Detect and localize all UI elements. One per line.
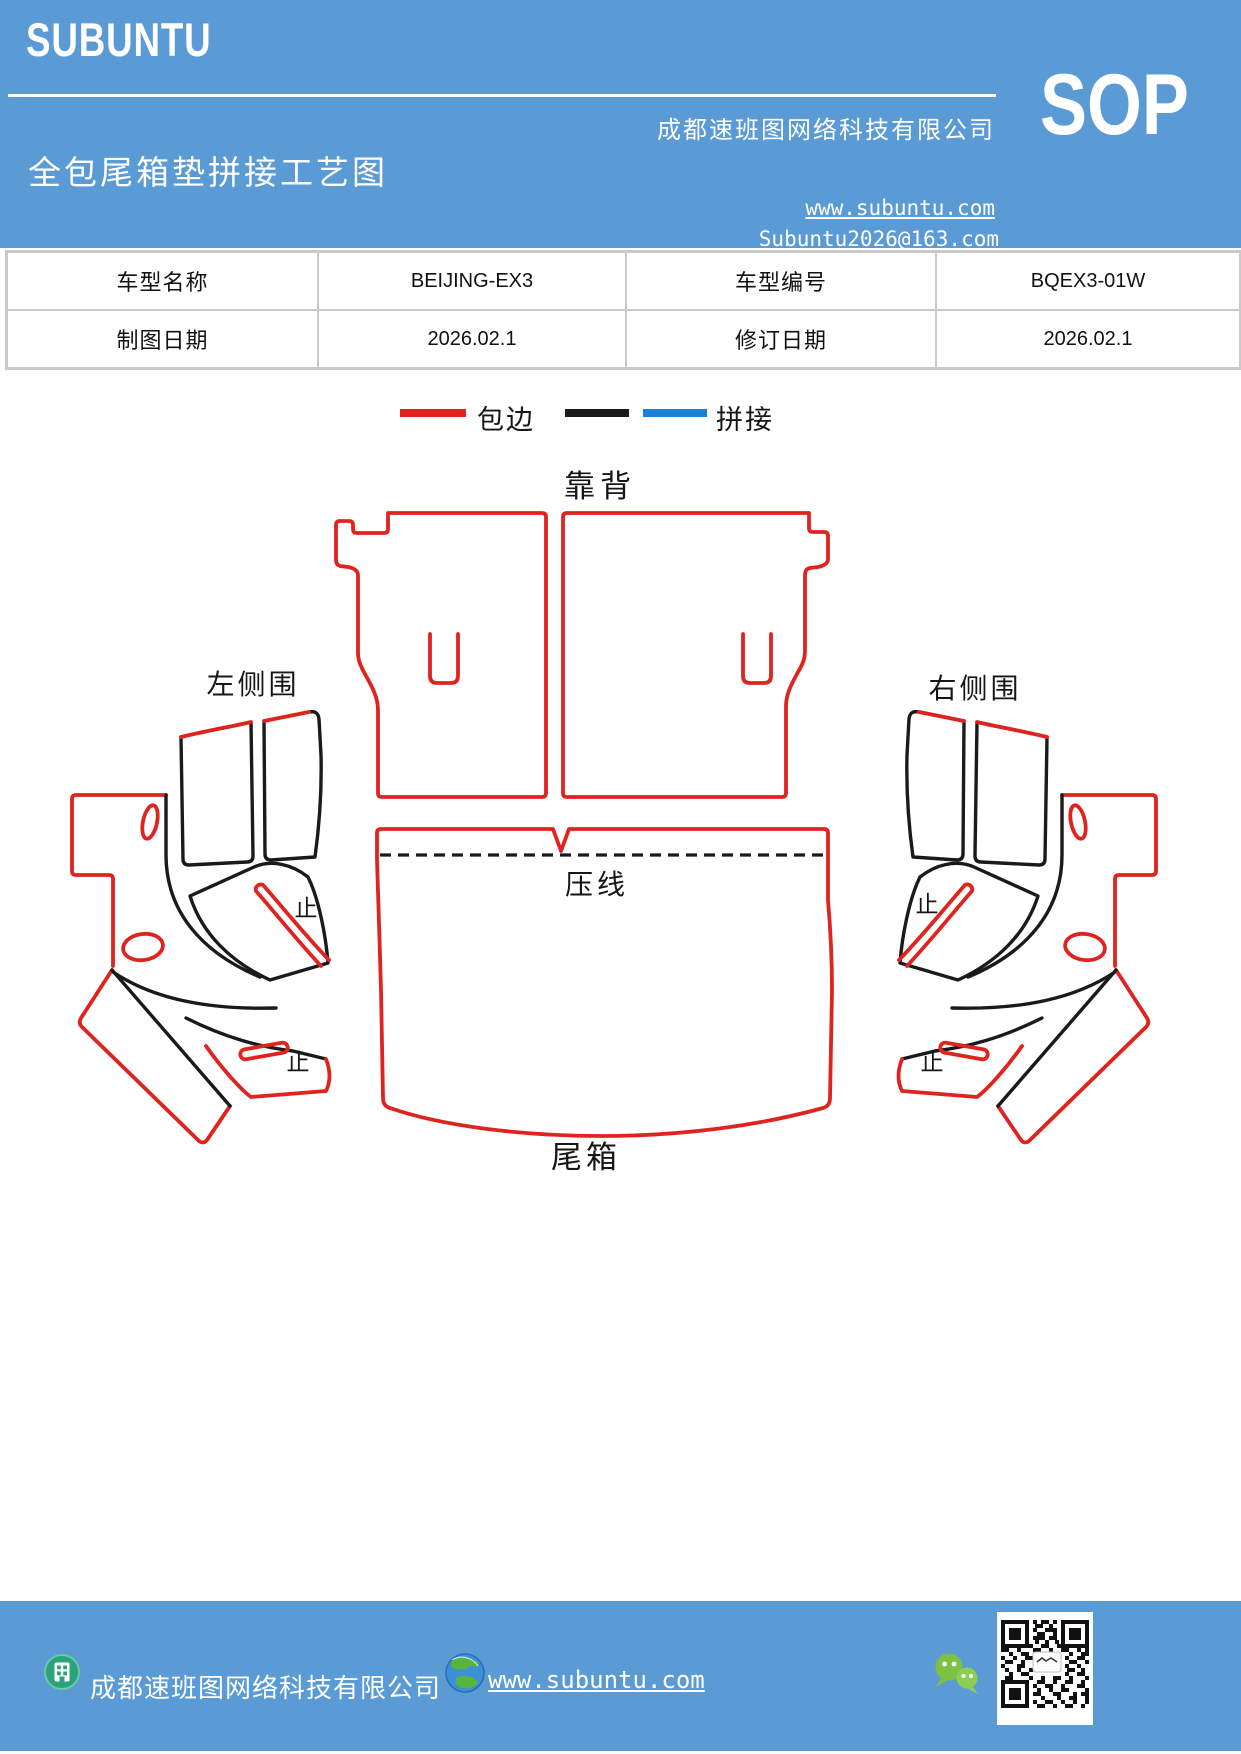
header-website-link[interactable]: www.subuntu.com: [805, 196, 995, 220]
table-value-revise-date: 2026.02.1: [936, 310, 1240, 368]
sop-badge: SOP: [1040, 57, 1189, 153]
qr-code: [997, 1612, 1093, 1725]
wechat-icon: [935, 1653, 978, 1694]
backrest-right-outline: [561, 511, 830, 799]
table-value-draw-date: 2026.02.1: [318, 310, 626, 368]
legend-label-binding: 包边: [477, 405, 535, 435]
stop-mark-left-lower: 止: [287, 1050, 310, 1075]
stop-mark-left-upper: 止: [295, 896, 318, 921]
legend-swatch-binding: [400, 409, 466, 417]
legend-swatch-stitch-blue: [643, 409, 707, 417]
label-right-side: 右侧围: [928, 673, 1021, 705]
label-press-line: 压线: [565, 869, 629, 901]
trunk-outline: [375, 827, 834, 1138]
table-label-model-code: 车型编号: [626, 252, 936, 310]
backrest-right-slot: [741, 632, 773, 685]
backrest-left-slot: [428, 632, 460, 685]
table-value-model-name: BEIJING-EX3: [318, 252, 626, 310]
building-icon: [44, 1654, 80, 1690]
header-company-name: 成都速班图网络科技有限公司: [657, 118, 995, 144]
label-trunk: 尾箱: [551, 1140, 621, 1175]
table-label-revise-date: 修订日期: [626, 310, 936, 368]
right-side-group: [896, 709, 1158, 1145]
globe-icon: [445, 1653, 485, 1693]
page-title: 全包尾箱垫拼接工艺图: [28, 156, 388, 192]
legend-swatch-stitch-black: [565, 409, 629, 417]
footer-website-link[interactable]: www.subuntu.com: [488, 1666, 705, 1694]
backrest-left-outline: [334, 511, 548, 799]
header-banner: SUBUNTU 全包尾箱垫拼接工艺图 成都速班图网络科技有限公司 www.sub…: [0, 0, 1241, 251]
table-label-model-name: 车型名称: [7, 252, 318, 310]
table-label-draw-date: 制图日期: [7, 310, 318, 368]
vehicle-info-table: 车型名称 BEIJING-EX3 车型编号 BQEX3-01W 制图日期 202…: [5, 250, 1241, 370]
label-left-side: 左侧围: [206, 669, 299, 701]
label-backrest: 靠背: [564, 469, 636, 504]
header-email: Subuntu2026@163.com: [758, 227, 999, 251]
left-side-group: [70, 709, 332, 1145]
footer-icons: [44, 1612, 1093, 1725]
stop-mark-right-lower: 止: [921, 1050, 944, 1075]
stop-mark-right-upper: 止: [916, 892, 939, 917]
footer-company-name: 成都速班图网络科技有限公司: [90, 1674, 442, 1703]
table-value-model-code: BQEX3-01W: [936, 252, 1240, 310]
legend-label-stitch: 拼接: [716, 405, 774, 435]
header-logo: SUBUNTU: [26, 13, 212, 67]
header-divider: [8, 94, 996, 97]
